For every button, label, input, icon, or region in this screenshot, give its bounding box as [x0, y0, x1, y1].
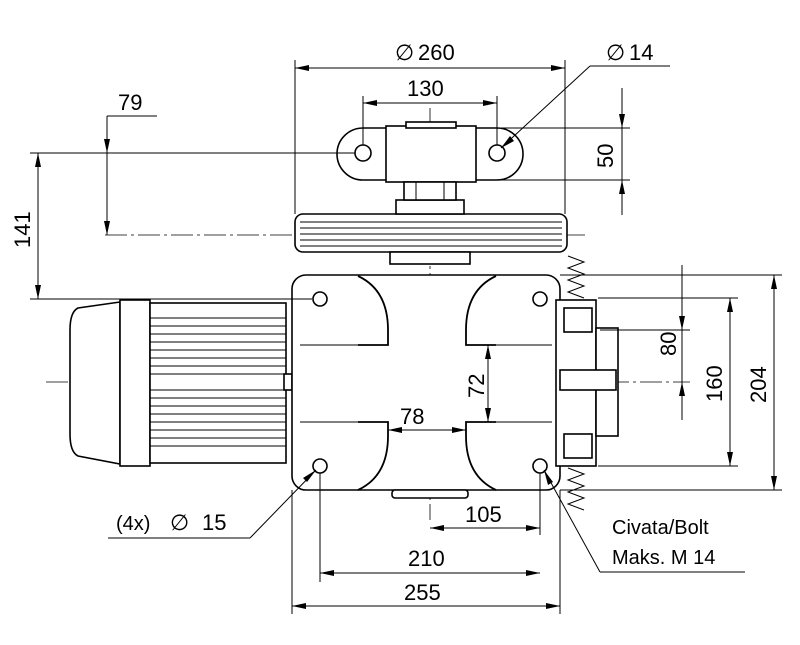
- gearbox-housing: [291, 274, 561, 499]
- dim-204-value: 204: [746, 366, 771, 403]
- dimension-255: 255: [291, 490, 561, 614]
- diameter-symbol: ∅: [606, 40, 625, 65]
- bolt-note-line2: Maks. M 14: [612, 547, 715, 569]
- dim-72-value: 72: [464, 374, 489, 398]
- dimension-204: 204: [560, 274, 782, 491]
- dim-78-value: 78: [400, 404, 424, 429]
- dim-80-value: 80: [656, 332, 681, 356]
- dimension-105: 105: [430, 473, 541, 535]
- diameter-symbol: ∅: [170, 510, 189, 535]
- dimension-72: 72: [464, 345, 491, 422]
- dimension-130: 130: [362, 76, 498, 145]
- electric-motor: [69, 299, 293, 467]
- brake-assembly: [555, 255, 619, 511]
- top-mount-bracket: [336, 121, 524, 201]
- dim-d14-value: 14: [629, 40, 653, 65]
- hole-callout: (4x) ∅ 15: [108, 469, 317, 539]
- dim-79-value: 79: [118, 90, 142, 115]
- dimension-160: 160: [598, 297, 738, 467]
- dim-d15-value: 15: [202, 510, 226, 535]
- dimension-78: 78: [388, 404, 466, 433]
- bolt-note-line1: Civata/Bolt: [612, 517, 709, 539]
- hole-count-label: (4x): [116, 513, 150, 535]
- dimension-50: 50: [500, 88, 630, 215]
- dimension-d260: ∅ 260: [294, 40, 566, 214]
- dim-50-value: 50: [593, 144, 618, 168]
- dim-255-value: 255: [404, 580, 441, 605]
- traction-sheave: [294, 199, 568, 265]
- dimension-141: 141: [10, 152, 355, 300]
- diameter-symbol: ∅: [395, 40, 414, 65]
- cooling-fins: [150, 317, 286, 447]
- dim-210-value: 210: [408, 546, 445, 571]
- dim-130-value: 130: [407, 76, 444, 101]
- dim-105-value: 105: [465, 502, 502, 527]
- bolt-note: Civata/Bolt Maks. M 14: [543, 469, 745, 573]
- dimension-79: 79: [104, 90, 157, 235]
- dim-160-value: 160: [702, 365, 727, 402]
- dim-d260-value: 260: [418, 40, 455, 65]
- dimension-210: 210: [319, 473, 540, 582]
- dimension-80: 80: [600, 265, 690, 420]
- dim-141-value: 141: [10, 211, 35, 248]
- dimension-d14: ∅ 14: [500, 40, 670, 149]
